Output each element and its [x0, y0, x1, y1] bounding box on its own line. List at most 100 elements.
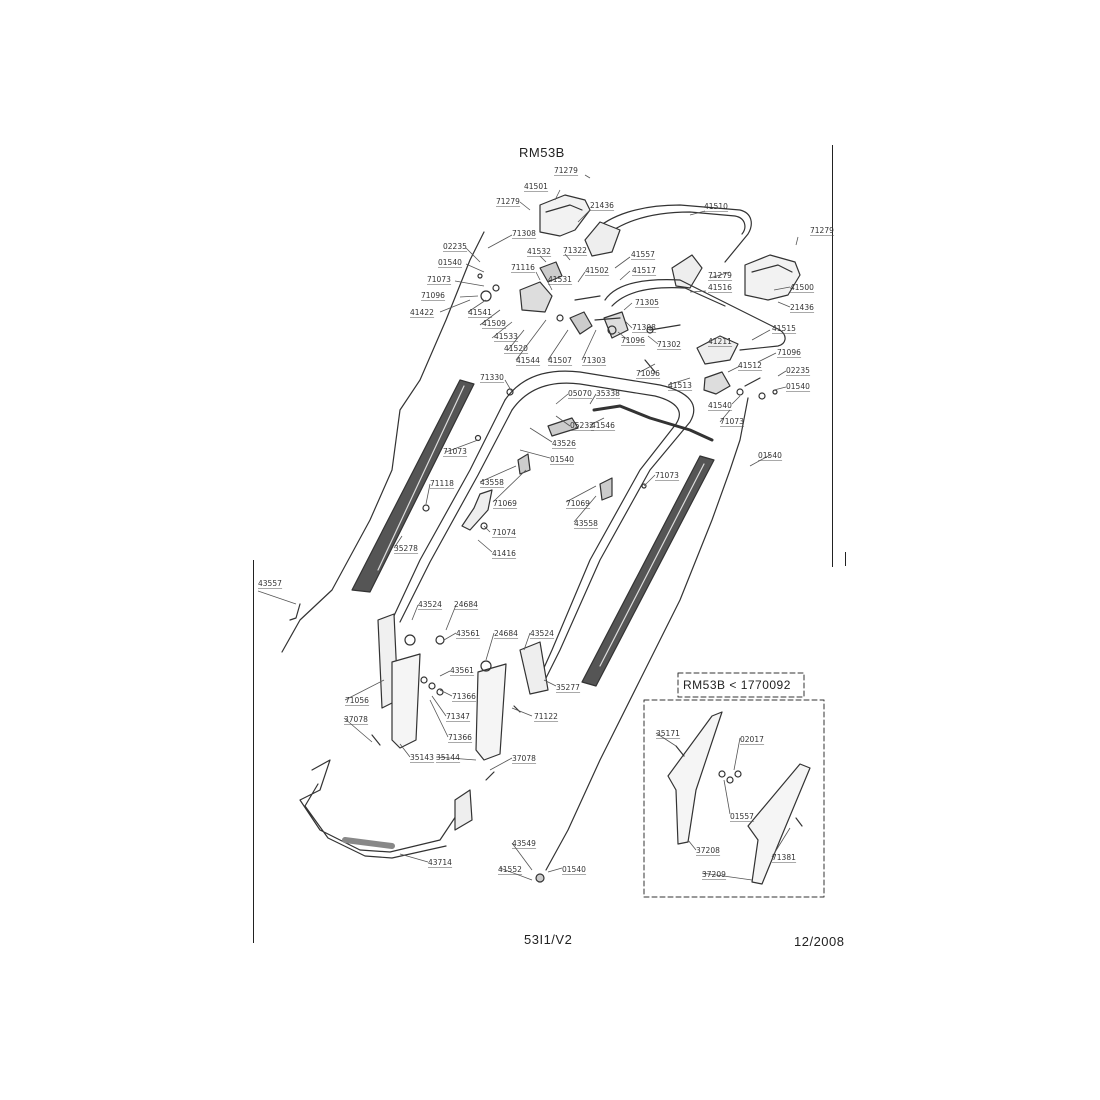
inset-bracket-37208 — [667, 711, 723, 845]
inset-frame — [643, 699, 825, 898]
part-callout-41416: 41416 — [492, 549, 516, 558]
right-grip-foam — [581, 455, 715, 687]
brake-cable — [281, 231, 485, 653]
part-callout-71096: 71096 — [777, 348, 801, 357]
part-callout-41552: 41552 — [498, 865, 522, 874]
part-callout-43561: 43561 — [450, 666, 474, 675]
upper-handle-bar — [592, 204, 752, 263]
revision-date: 12/2008 — [794, 934, 845, 949]
right-frame-line — [832, 145, 833, 567]
part-callout-71322: 71322 — [563, 246, 587, 255]
part-callout-71308: 71308 — [632, 323, 656, 332]
part-callout-43526: 43526 — [552, 439, 576, 448]
right-lower-bracket — [519, 641, 549, 695]
part-callout-41513: 41513 — [668, 381, 692, 390]
sheet-number: 53I1/V2 — [524, 932, 573, 947]
part-callout-05070: 05070 — [568, 389, 592, 398]
part-callout-35143: 35143 — [410, 753, 434, 762]
left-bracket-plate-35143 — [391, 653, 421, 749]
part-callout-01557: 01557 — [730, 812, 754, 821]
part-callout-43561: 43561 — [456, 629, 480, 638]
part-callout-02235: 02235 — [786, 366, 810, 375]
right-cover — [744, 254, 801, 301]
part-callout-43549: 43549 — [512, 839, 536, 848]
part-callout-41515: 41515 — [772, 324, 796, 333]
lever-assembly — [519, 281, 553, 313]
part-callout-37209: 37209 — [702, 870, 726, 879]
part-callout-01540: 01540 — [786, 382, 810, 391]
part-callout-71305: 71305 — [635, 298, 659, 307]
part-callout-05232: 05232 — [570, 421, 594, 430]
part-callout-71116: 71116 — [511, 263, 535, 272]
part-callout-71118: 71118 — [430, 479, 454, 488]
part-callout-71073: 71073 — [427, 275, 451, 284]
part-number-callouts: 71279 41501 71279 21436 41510 71279 71308 02235… — [258, 166, 835, 880]
part-callout-37078: 37078 — [344, 715, 368, 724]
part-callout-41507: 41507 — [548, 356, 572, 365]
part-callout-41520: 41520 — [504, 344, 528, 353]
part-callout-01540: 01540 — [758, 451, 782, 460]
part-callout-71073: 71073 — [655, 471, 679, 480]
part-callout-41510: 41510 — [704, 202, 728, 211]
left-frame-line — [253, 560, 254, 943]
part-callout-21436: 21436 — [590, 201, 614, 210]
part-callout-71056: 71056 — [345, 696, 369, 705]
part-callout-41532: 41532 — [527, 247, 551, 256]
part-callout-71073: 71073 — [720, 417, 744, 426]
inset-title-box — [677, 672, 805, 698]
lower-handle-bar — [604, 279, 786, 351]
left-cover — [539, 194, 591, 237]
handle-left-grip — [584, 221, 621, 257]
part-callout-41500: 41500 — [790, 283, 814, 292]
model-title: RM53B — [519, 145, 565, 160]
inset-bracket-37209 — [747, 763, 811, 885]
cable-rod-right — [545, 397, 749, 871]
part-callout-71279: 71279 — [708, 271, 732, 280]
part-callout-41531: 41531 — [548, 275, 572, 284]
right-frame-tick — [845, 552, 846, 566]
part-callout-37078: 37078 — [512, 754, 536, 763]
part-callout-35144: 35144 — [436, 753, 460, 762]
part-callout-71347: 71347 — [446, 712, 470, 721]
part-callout-43558: 43558 — [480, 478, 504, 487]
part-callout-43524: 43524 — [530, 629, 554, 638]
part-callout-02235: 02235 — [443, 242, 467, 251]
part-callout-41533: 41533 — [494, 332, 518, 341]
part-callout-41546: 41546 — [591, 421, 615, 430]
part-callout-43524: 43524 — [418, 600, 442, 609]
part-callout-43558: 43558 — [574, 519, 598, 528]
part-callout-41540: 41540 — [708, 401, 732, 410]
part-callout-21436: 21436 — [790, 303, 814, 312]
part-callout-71069: 71069 — [566, 499, 590, 508]
part-callout-01540: 01540 — [562, 865, 586, 874]
part-callout-01540: 01540 — [438, 258, 462, 267]
part-callout-24684: 24684 — [494, 629, 518, 638]
lower-u-bar — [299, 759, 471, 859]
part-callout-01540: 01540 — [550, 455, 574, 464]
part-callout-71366: 71366 — [448, 733, 472, 742]
part-callout-41211: 41211 — [708, 337, 732, 346]
part-callout-41512: 41512 — [738, 361, 762, 370]
part-callout-24684: 24684 — [454, 600, 478, 609]
part-callout-35171: 35171 — [656, 729, 680, 738]
part-callout-71279: 71279 — [554, 166, 578, 175]
part-callout-71330: 71330 — [480, 373, 504, 382]
upper-frame-tube — [504, 370, 695, 691]
inset-title: RM53B < 1770092 — [683, 678, 791, 692]
part-callout-41501: 41501 — [524, 182, 548, 191]
part-callout-41517: 41517 — [632, 266, 656, 275]
part-callout-71279: 71279 — [810, 226, 834, 235]
part-callout-71303: 71303 — [582, 356, 606, 365]
part-callout-71074: 71074 — [492, 528, 516, 537]
part-callout-41422: 41422 — [410, 308, 434, 317]
part-callout-71073: 71073 — [443, 447, 467, 456]
part-callout-71096: 71096 — [636, 369, 660, 378]
part-callout-41544: 41544 — [516, 356, 540, 365]
part-callout-71096: 71096 — [621, 336, 645, 345]
part-callout-41557: 41557 — [631, 250, 655, 259]
part-callout-35278: 35278 — [394, 544, 418, 553]
part-callout-41502: 41502 — [585, 266, 609, 275]
part-callout-71302: 71302 — [657, 340, 681, 349]
